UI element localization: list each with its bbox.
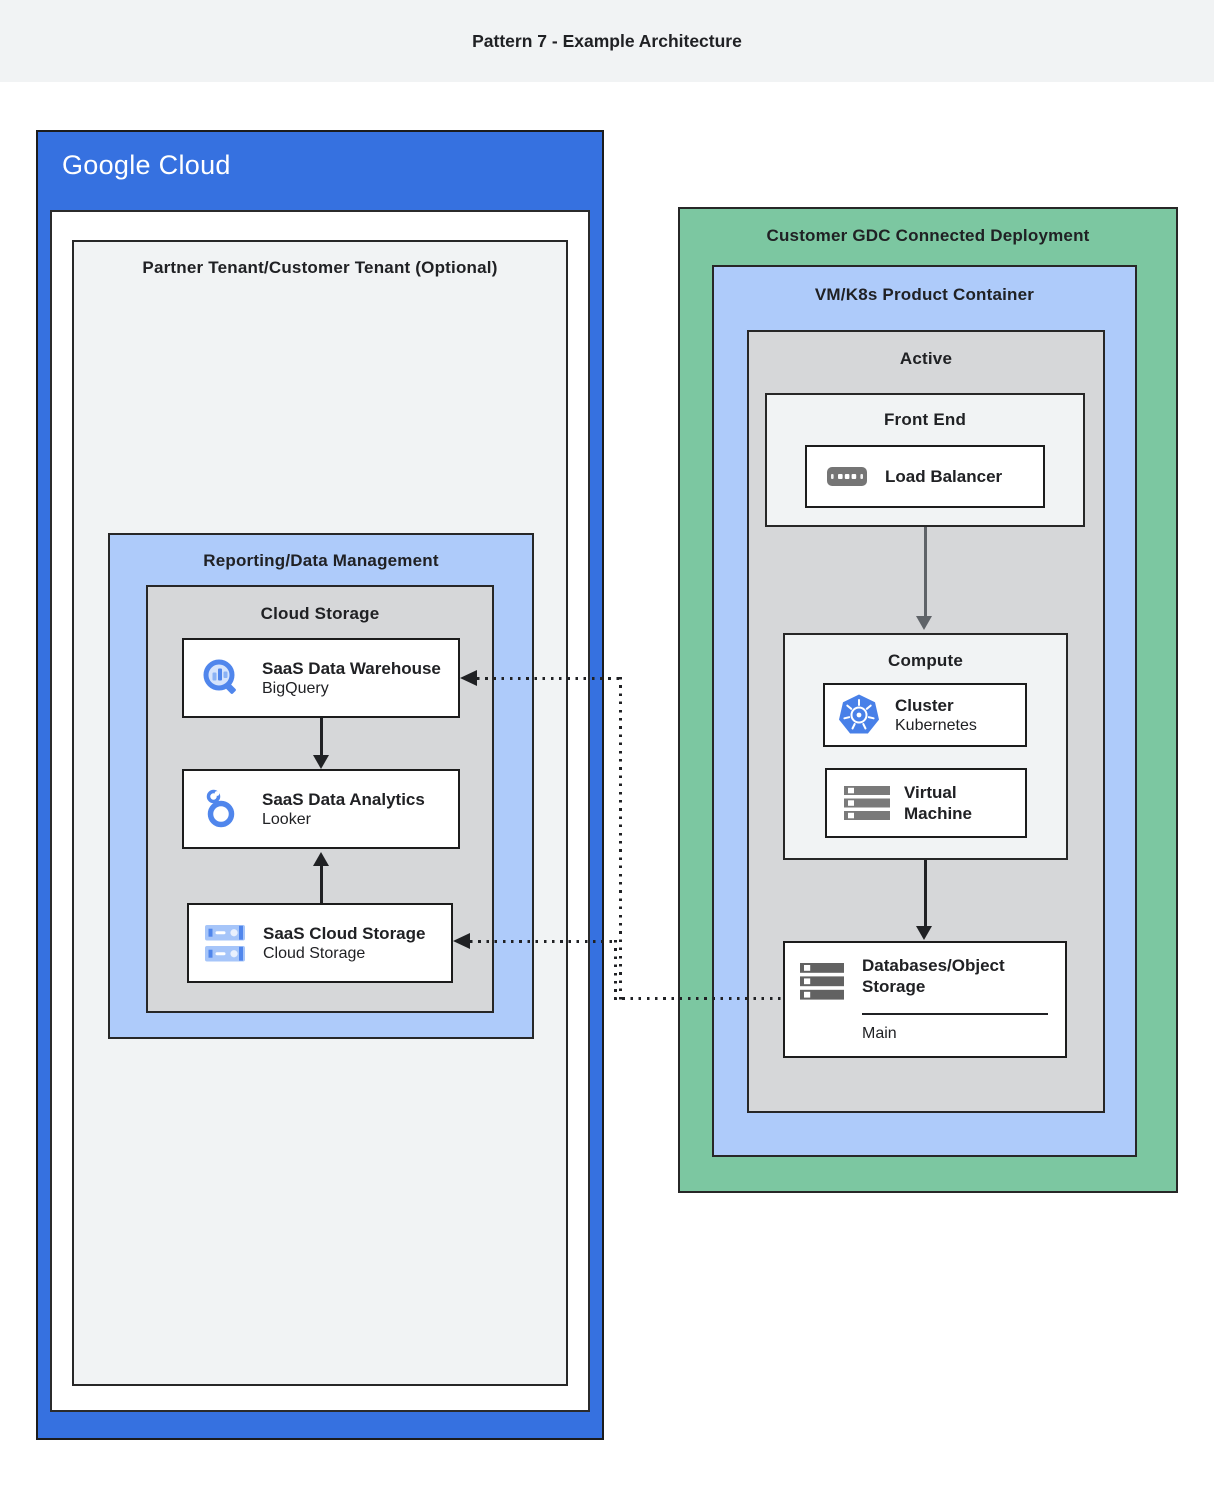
card-title: Virtual Machine (904, 783, 973, 823)
arrowhead-left-icon (453, 933, 470, 949)
dotted-link-databases-stem (614, 997, 783, 1000)
cluster-kubernetes-card: Cluster Kubernetes (823, 683, 1027, 747)
kubernetes-icon (839, 694, 879, 734)
vm-k8s-product-container-title: VM/K8s Product Container (814, 285, 1035, 304)
google-cloud-logo: Google Cloud (62, 150, 231, 180)
diagram-title: Pattern 7 - Example Architecture (472, 30, 742, 51)
saas-data-analytics-card: SaaS Data Analytics Looker (182, 769, 460, 849)
load-balancer-card: Load Balancer (805, 445, 1045, 508)
arrowhead-down-icon (916, 926, 932, 940)
front-end-title: Front End (883, 410, 967, 429)
arrow-frontend-to-compute (924, 527, 927, 617)
card-title: SaaS Data Analytics (262, 789, 425, 809)
arrowhead-down-icon (916, 616, 932, 630)
reporting-data-management-title: Reporting/Data Management (203, 551, 439, 570)
card-subtitle: Cloud Storage (263, 944, 366, 962)
card-title: Load Balancer (885, 467, 1003, 486)
virtual-machine-card: Virtual Machine (825, 768, 1027, 838)
card-divider (862, 1013, 1048, 1015)
customer-gdc-title: Customer GDC Connected Deployment (766, 226, 1090, 245)
compute-title: Compute (887, 651, 964, 670)
card-section-label: Main (862, 1025, 897, 1042)
databases-object-storage-card: Databases/Object Storage Main (783, 941, 1067, 1058)
card-title: Databases/Object Storage (862, 956, 1005, 996)
card-title: Cluster (895, 695, 954, 715)
load-balancer-icon (827, 467, 867, 486)
looker-icon (206, 789, 235, 828)
card-subtitle: Looker (262, 810, 311, 828)
arrowhead-down-icon (313, 755, 329, 769)
arrowhead-left-icon (460, 670, 477, 686)
databases-storage-icon (800, 963, 844, 1000)
partner-tenant-title: Partner Tenant/Customer Tenant (Optional… (142, 258, 498, 277)
dotted-link-databases-to-warehouse-v (619, 677, 622, 1000)
cloud-storage-icon (205, 924, 245, 961)
virtual-machine-icon (844, 786, 890, 820)
arrowhead-up-icon (313, 852, 329, 866)
saas-data-warehouse-card: SaaS Data Warehouse BigQuery (182, 638, 460, 718)
arrow-compute-to-databases (924, 860, 927, 927)
card-title: SaaS Data Warehouse (262, 658, 441, 678)
dotted-link-databases-to-storage-v (614, 940, 617, 1000)
bigquery-icon (203, 659, 236, 694)
card-subtitle: BigQuery (262, 679, 329, 697)
arrow-warehouse-to-analytics (320, 718, 323, 756)
diagram-title-bar: Pattern 7 - Example Architecture (0, 0, 1214, 82)
active-title: Active (899, 349, 953, 368)
cloud-storage-group-title: Cloud Storage (260, 604, 380, 623)
arrow-storage-to-analytics (320, 866, 323, 903)
card-subtitle: Kubernetes (895, 716, 977, 734)
saas-cloud-storage-card: SaaS Cloud Storage Cloud Storage (187, 903, 453, 983)
dotted-link-databases-to-storage-h (470, 940, 616, 943)
card-title: SaaS Cloud Storage (263, 923, 426, 943)
dotted-link-databases-to-warehouse-h (477, 677, 621, 680)
